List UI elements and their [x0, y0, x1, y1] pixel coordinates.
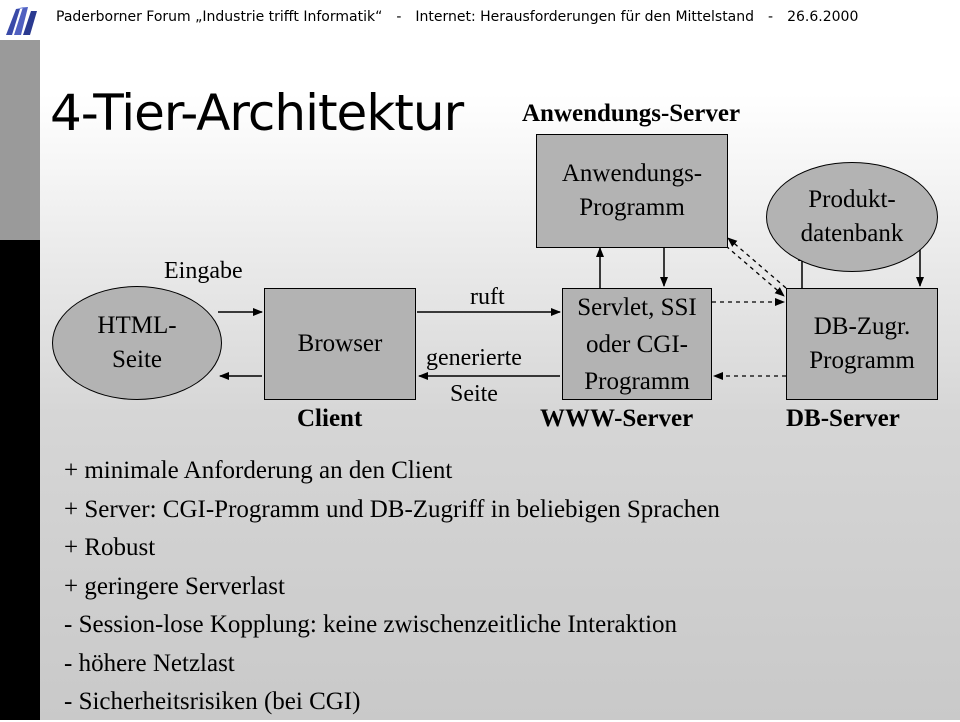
bullet-item: + geringere Serverlast: [64, 572, 285, 600]
header-separator: -: [396, 9, 402, 25]
bullet-item: + Server: CGI-Programm und DB-Zugriff in…: [64, 495, 720, 523]
header-event: Paderborner Forum „Industrie trifft Info…: [56, 9, 383, 25]
tier-label-db-server: DB-Server: [786, 405, 900, 432]
bullet-item: - höhere Netzlast: [64, 649, 235, 677]
node-servlet: Servlet, SSI oder CGI- Programm: [562, 288, 712, 400]
header-separator: -: [768, 9, 774, 25]
node-app-program-label: Anwendungs- Programm: [561, 160, 703, 221]
edge-label-input: Eingabe: [164, 258, 243, 284]
bullet-list: + minimale Anforderung an den Client + S…: [64, 452, 720, 722]
university-logo-icon: [6, 7, 37, 35]
node-app-program: Anwendungs- Programm: [536, 134, 728, 248]
node-db-access-label: DB-Zugr. Programm: [809, 313, 915, 374]
node-db-access: DB-Zugr. Programm: [786, 288, 938, 400]
tier-label-client: Client: [297, 405, 363, 432]
node-browser-label: Browser: [297, 330, 383, 357]
arrow-db-to-app: [727, 237, 787, 289]
bullet-item: - Sicherheitsrisiken (bei CGI): [64, 688, 361, 715]
node-html-page: HTML- Seite: [52, 286, 222, 400]
bullet-item: + Robust: [64, 534, 156, 561]
edge-label-calls: ruft: [470, 284, 505, 310]
left-bar-gray: [0, 40, 40, 240]
header-date: 26.6.2000: [787, 9, 859, 25]
edge-label-generated-page: generierte Seite: [426, 345, 522, 407]
node-product-db-label: Produkt- datenbank: [800, 186, 904, 247]
bullet-item: + minimale Anforderung an den Client: [64, 457, 453, 484]
tier-label-application-server: Anwendungs-Server: [522, 100, 741, 127]
tier-label-www-server: WWW-Server: [540, 405, 694, 432]
slide-title: 4-Tier-Architektur: [50, 84, 464, 142]
slide-header: Paderborner Forum „Industrie trifft Info…: [56, 9, 956, 29]
node-product-db: Produkt- datenbank: [766, 162, 938, 272]
header-topic: Internet: Herausforderungen für den Mitt…: [415, 9, 755, 25]
node-html-page-label: HTML- Seite: [97, 312, 177, 373]
left-bar-dark: [0, 240, 40, 720]
arrow-app-to-db: [725, 245, 785, 297]
node-servlet-label: Servlet, SSI oder CGI- Programm: [577, 293, 697, 395]
bullet-item: - Session-lose Kopplung: keine zwischenz…: [64, 611, 678, 638]
node-browser: Browser: [264, 288, 416, 400]
